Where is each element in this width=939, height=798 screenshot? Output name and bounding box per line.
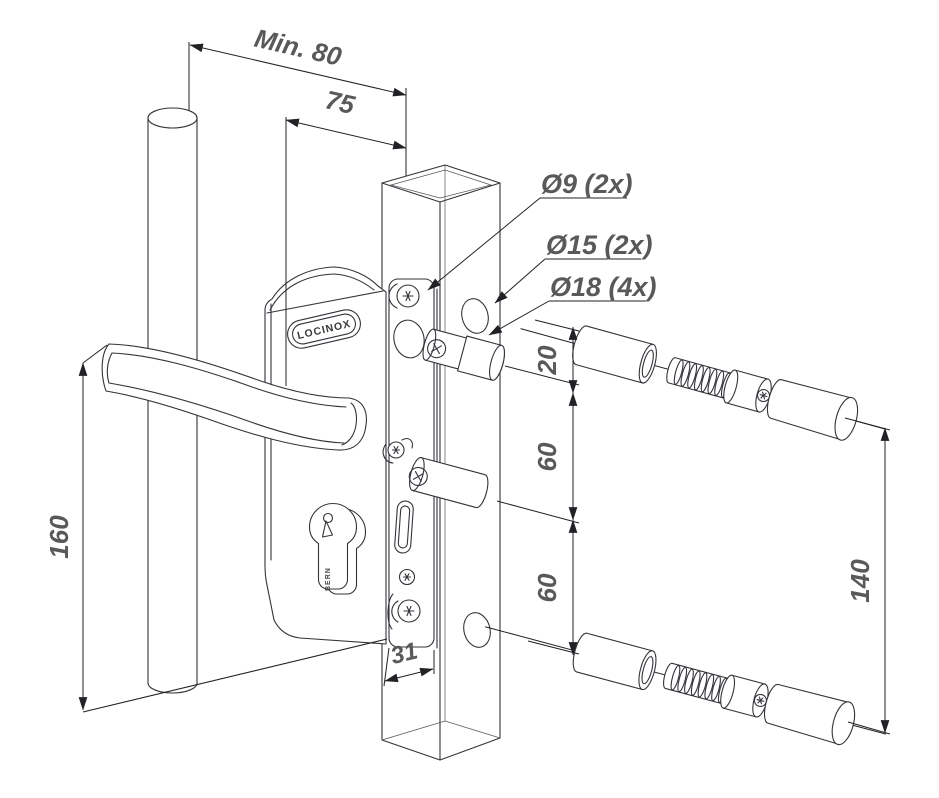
dim-min-80: Min. 80 <box>188 23 407 176</box>
pin-top <box>422 328 505 381</box>
fastener-set-top <box>520 325 886 441</box>
dim-chain-20-60-60: 20 60 60 <box>496 319 580 656</box>
dim-label-75: 75 <box>323 84 358 120</box>
fastener-set-bottom <box>485 626 887 746</box>
euro-cylinder: BERN <box>308 502 367 595</box>
dim-label-160: 160 <box>44 515 74 559</box>
screw-fastener-bottom <box>663 662 769 718</box>
keyhole-icon <box>322 512 334 524</box>
mounting-plate <box>382 278 505 649</box>
screw-small <box>398 568 416 586</box>
locinox-badge: LOCINOX <box>287 309 361 349</box>
dim-label-140: 140 <box>845 559 875 603</box>
dim-160: 160 <box>44 344 388 713</box>
callouts: Ø9 (2x) Ø15 (2x) Ø18 (4x) <box>427 169 657 336</box>
post-hole-top <box>461 298 489 334</box>
keyhole-slot <box>394 500 414 554</box>
screw-bottom <box>387 593 421 630</box>
square-post <box>381 164 501 761</box>
callout-label-dia9: Ø9 (2x) <box>541 169 633 199</box>
plate-hole-top <box>393 319 425 359</box>
callout-dia18: Ø18 (4x) <box>488 272 657 336</box>
handle <box>101 343 367 451</box>
screw-fastener-top <box>666 357 772 413</box>
callout-dia9: Ø9 (2x) <box>427 169 633 291</box>
lock-body: LOCINOX BERN <box>264 266 387 645</box>
bushing-bottom <box>572 632 657 691</box>
dim-140: 140 <box>844 417 891 735</box>
callout-label-dia18: Ø18 (4x) <box>550 272 657 302</box>
cylinder-brand-text: BERN <box>325 567 332 591</box>
pin-middle <box>408 456 489 509</box>
callout-label-dia15: Ø15 (2x) <box>546 230 653 260</box>
screw-top <box>388 283 420 309</box>
latch-screw <box>382 438 413 464</box>
callout-dia15: Ø15 (2x) <box>494 230 653 304</box>
bushing-top <box>572 325 657 384</box>
dim-label-min-80: Min. 80 <box>252 23 345 72</box>
post-hole-bottom <box>463 612 491 648</box>
dim-label-20: 20 <box>532 345 562 375</box>
cap-bottom <box>763 683 856 746</box>
cap-top <box>766 379 859 441</box>
dim-label-60-upper: 60 <box>532 442 562 471</box>
dim-label-31: 31 <box>388 637 420 670</box>
dim-label-60-lower: 60 <box>532 573 562 602</box>
dim-31: 31 <box>383 637 435 687</box>
